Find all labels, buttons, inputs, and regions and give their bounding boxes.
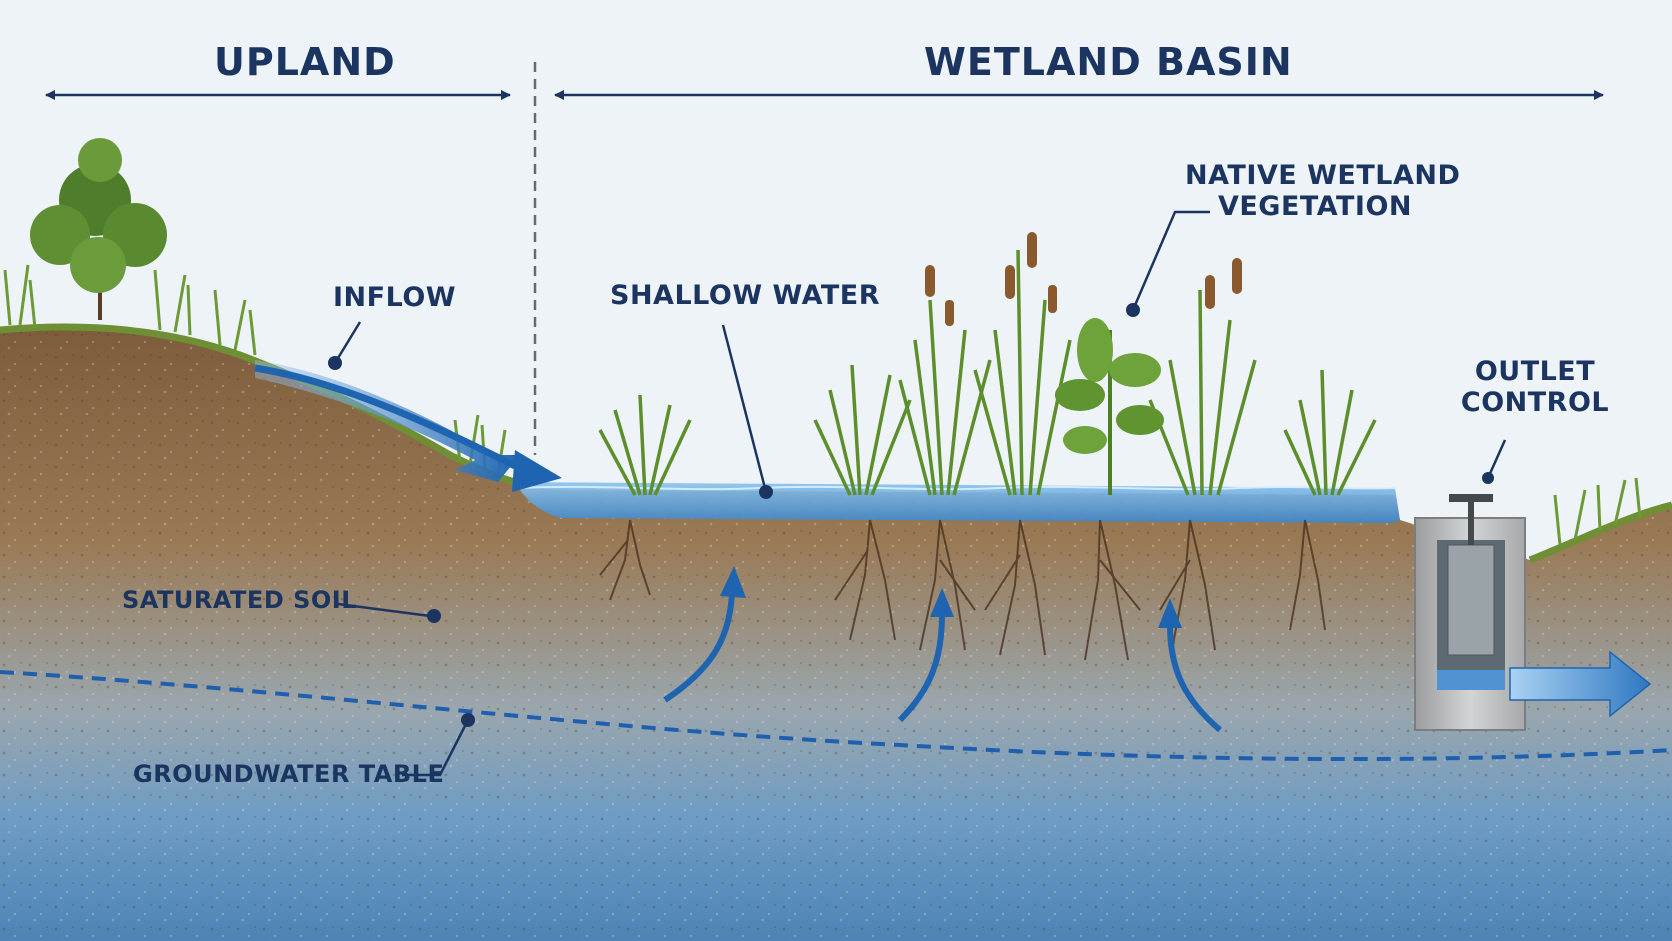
- shallow-water-label: SHALLOW WATER: [610, 280, 881, 311]
- inflow-arrow-stroke: [254, 364, 517, 470]
- inflow-arrow-head: [512, 450, 562, 492]
- native-vegetation-label-line2: VEGETATION: [1217, 191, 1413, 222]
- downstream-grass-edge: [1528, 501, 1672, 564]
- callout-leaders: [333, 210, 1507, 777]
- upland-zone-label: UPLAND: [214, 40, 396, 84]
- outlet-control-label-line2: CONTROL: [1460, 387, 1610, 418]
- inflow-arrow: [255, 360, 520, 482]
- upwelling-arrow-2: [897, 614, 945, 723]
- groundwater-table-label: GROUNDWATER TABLE: [133, 760, 445, 788]
- outflow-arrow: [1509, 650, 1652, 718]
- saturated-soil-leader: [337, 602, 431, 618]
- shallow-water: [515, 482, 1400, 523]
- upwelling-arrow-1: [663, 591, 735, 703]
- outlet-control-label-line1: OUTLET: [1474, 356, 1596, 387]
- native-vegetation-label: NATIVE WETLAND VEGETATION: [1185, 160, 1461, 222]
- wetland-plants: [598, 249, 1377, 496]
- groundwater-leader: [402, 719, 470, 777]
- callout-dots: [328, 303, 1494, 727]
- outlet-leader: [1486, 439, 1507, 479]
- vegetation-leader: [1131, 210, 1210, 311]
- wetland-basin-zone-label: WETLAND BASIN: [924, 40, 1293, 84]
- plant-roots: [599, 519, 1326, 661]
- shallow-water-leader: [721, 324, 768, 493]
- broadleaf-plant: [1055, 318, 1164, 495]
- upwelling-arrow-3: [1167, 624, 1222, 733]
- upland-shrub: [30, 138, 167, 320]
- inflow-leader: [333, 321, 362, 364]
- cattail-heads: [925, 232, 1242, 326]
- outlet-control-structure: [1414, 494, 1526, 731]
- soil-texture: [0, 327, 1672, 941]
- saturated-soil-label: SATURATED SOIL: [122, 586, 357, 614]
- upland-grass: [3, 264, 1642, 546]
- inflow-label: INFLOW: [333, 282, 457, 313]
- outlet-control-label: OUTLET CONTROL: [1460, 356, 1610, 418]
- upwelling-arrow-heads: [720, 566, 1182, 628]
- water-ripple: [519, 485, 1396, 491]
- groundwater-table-line: [0, 670, 1672, 762]
- native-vegetation-label-line1: NATIVE WETLAND: [1185, 160, 1461, 191]
- upwelling-arrows: [663, 591, 1222, 733]
